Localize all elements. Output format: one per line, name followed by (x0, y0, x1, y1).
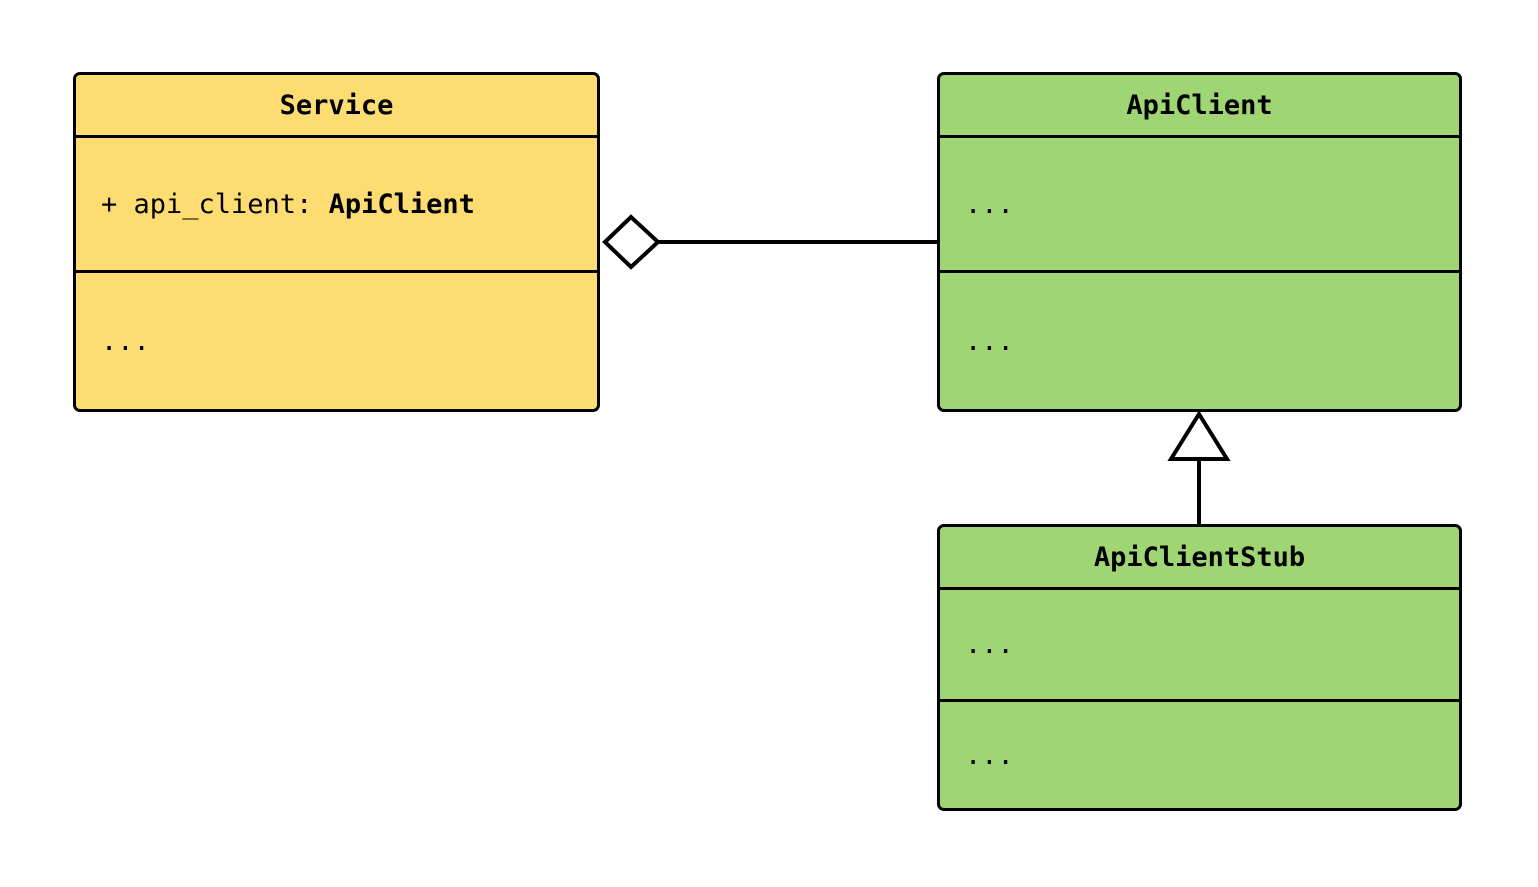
class-service-attribute-0-type: ApiClient (328, 188, 475, 220)
class-apiclientstub-title: ApiClientStub (1093, 541, 1306, 573)
uml-class-service[interactable]: Service + api_client: ApiClient ... (73, 72, 600, 412)
uml-class-apiclient[interactable]: ApiClient ... ... (937, 72, 1462, 412)
class-service-title: Service (279, 89, 394, 121)
class-apiclientstub-attribute-0: ... (965, 629, 1014, 660)
class-apiclient-method-0: ... (965, 325, 1014, 357)
class-apiclientstub-methods-compartment: ... (940, 699, 1459, 808)
class-apiclientstub-attributes-compartment: ... (940, 587, 1459, 699)
class-service-attribute-0: + api_client: ApiClient (101, 189, 475, 220)
class-service-attributes-compartment: + api_client: ApiClient (76, 135, 597, 270)
class-service-method-0: ... (101, 325, 150, 357)
class-apiclientstub-method-0: ... (965, 739, 1014, 771)
class-service-attribute-0-prefix: + api_client: (101, 188, 329, 220)
class-service-methods-compartment: ... (76, 270, 597, 409)
class-apiclient-attribute-0: ... (965, 188, 1014, 220)
class-apiclient-title: ApiClient (1126, 89, 1273, 121)
aggregation-hollow-diamond-icon (602, 214, 661, 270)
class-apiclient-methods-compartment: ... (940, 270, 1459, 409)
class-apiclient-attributes-compartment: ... (940, 135, 1459, 270)
generalization-hollow-triangle-icon (1167, 410, 1231, 461)
uml-class-apiclientstub[interactable]: ApiClientStub ... ... (937, 524, 1462, 811)
